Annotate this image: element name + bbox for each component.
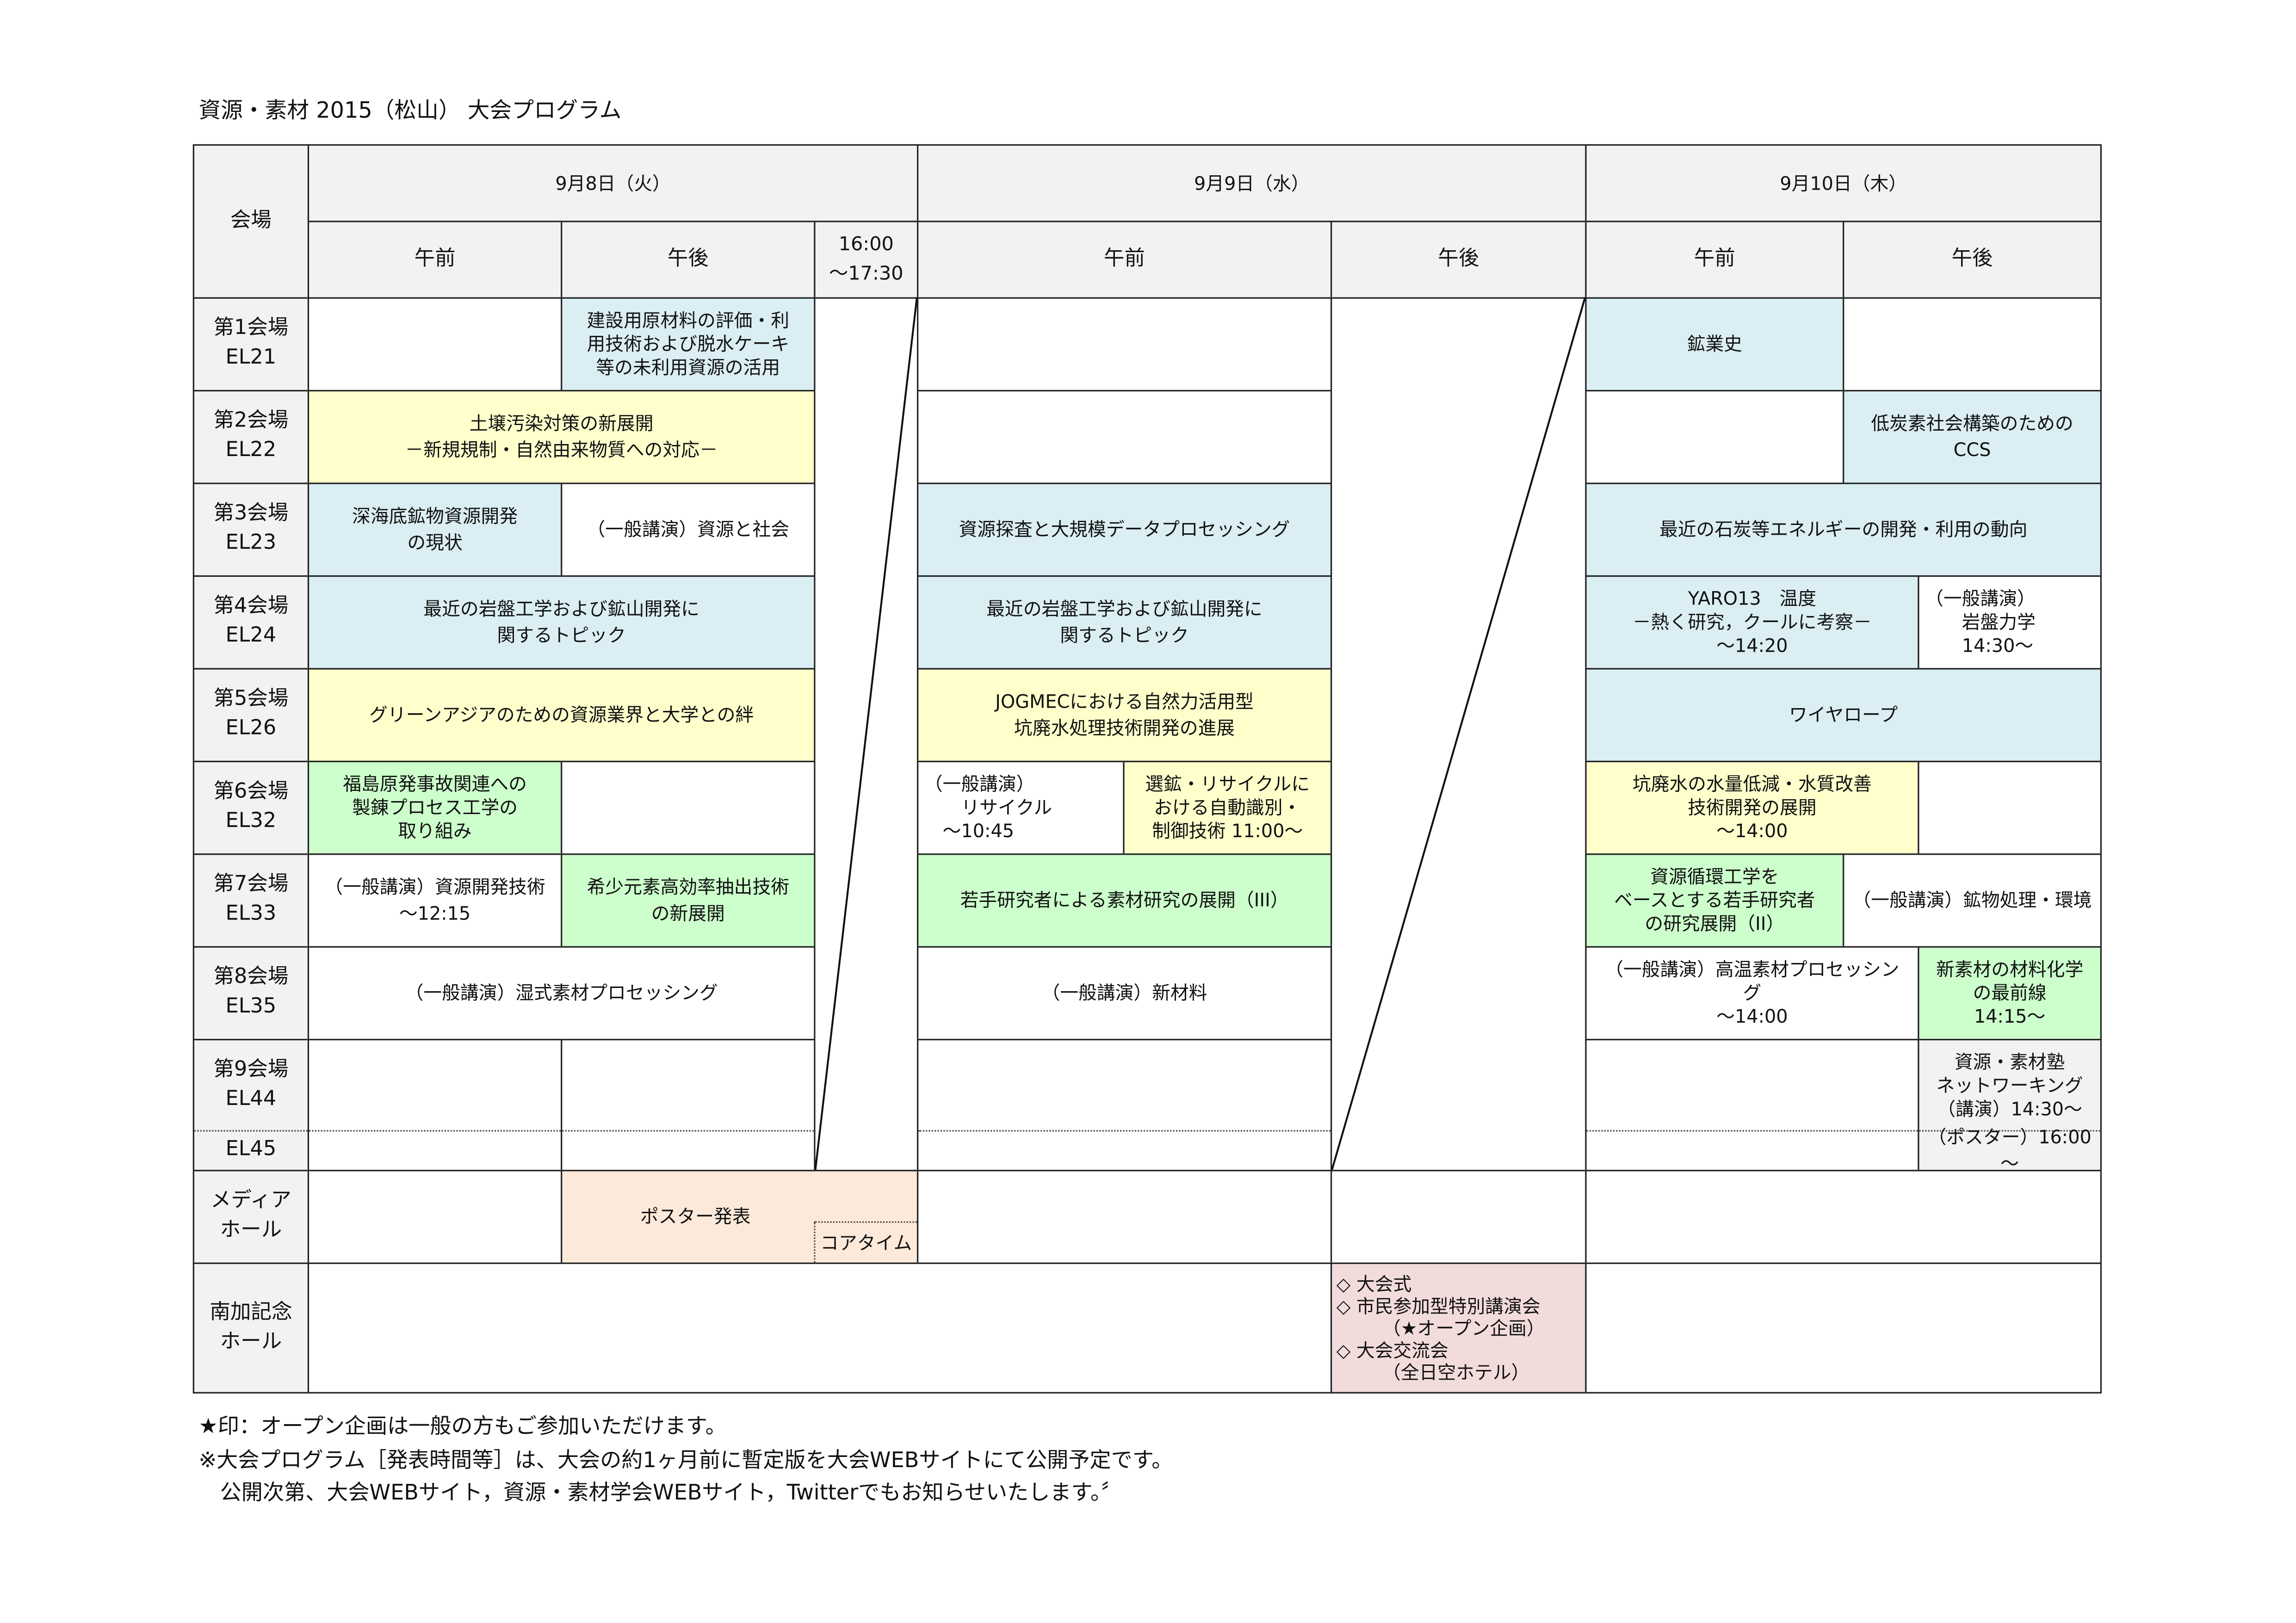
dotted-divider: [918, 1130, 1331, 1132]
session-cell[interactable]: 選鉱・リサイクルに おける自動識別・ 制御技術 11:00～: [1123, 760, 1332, 855]
session-cell[interactable]: 坑廃水の水量低減・水質改善 技術開発の展開 ～14:00: [1585, 760, 1919, 855]
networking-cell[interactable]: 資源・素材塾 ネットワーキング （講演）14:30～ （ポスター）16:00～: [1918, 1039, 2102, 1172]
poster-label: ポスター発表: [640, 1205, 751, 1228]
ceremony-item: ◇ 大会式: [1336, 1272, 1412, 1295]
session-cell[interactable]: 資源循環工学を ベースとする若手研究者 の研究展開（II）: [1585, 853, 1844, 948]
ceremony-item: （全日空ホテル）: [1336, 1361, 1530, 1383]
venue-label: EL45: [225, 1137, 277, 1161]
period-pm: 午後: [1330, 221, 1587, 299]
venue-header: 会場: [192, 144, 309, 299]
dotted-divider: [1586, 1130, 1918, 1132]
session-cell[interactable]: （一般講演）鉱物処理・環境: [1843, 853, 2102, 948]
period-pm: 午後: [561, 221, 816, 299]
venue-label-9: 第9会場 EL44 EL45: [192, 1039, 309, 1172]
footnote: ※大会プログラム［発表時間等］は、大会の約1ヶ月前に暫定版を大会WEBサイトにて…: [198, 1449, 1173, 1473]
period-pm: 午後: [1843, 221, 2102, 299]
empty-slot: [1585, 390, 1844, 484]
ceremony-item: ◇ 大会交流会: [1336, 1339, 1448, 1361]
session-cell[interactable]: （一般講演） リサイクル ～10:45: [917, 760, 1125, 855]
core-time-box: コアタイム: [814, 1221, 917, 1263]
session-cell[interactable]: 最近の岩盤工学および鉱山開発に 関するトピック: [917, 575, 1332, 670]
empty-slot: [1843, 297, 2102, 392]
dotted-divider: [1919, 1130, 2100, 1132]
session-cell[interactable]: （一般講演） 岩盤力学 14:30～: [1918, 575, 2102, 670]
venue-label: 第7会場 EL33: [192, 853, 309, 948]
session-cell[interactable]: 深海底鉱物資源開発 の現状: [307, 482, 563, 577]
session-cell[interactable]: （ポスター）16:00～: [1928, 1126, 2092, 1172]
empty-slot: [1585, 1170, 2102, 1264]
footnote: 公開次第、大会WEBサイト，資源・素材学会WEBサイト，Twitterでもお知ら…: [198, 1481, 1123, 1506]
period-am: 午前: [1585, 221, 1844, 299]
empty-slot: [561, 760, 816, 855]
session-cell[interactable]: 資源・素材塾 ネットワーキング （講演）14:30～: [1936, 1050, 2083, 1120]
empty-slot: [1918, 760, 2102, 855]
day-header-sep8: 9月8日（火）: [307, 144, 919, 222]
venue-label: 第8会場 EL35: [192, 946, 309, 1041]
empty-slot: [307, 297, 563, 392]
session-cell[interactable]: 最近の石炭等エネルギーの開発・利用の動向: [1585, 482, 2102, 577]
venue-label: 第2会場 EL22: [192, 390, 309, 484]
gap-column-sep8-evening: [814, 297, 919, 1172]
page-title: 資源・素材 2015（松山） 大会プログラム: [198, 97, 622, 124]
empty-slot: [917, 297, 1332, 392]
empty-slot: [917, 1039, 1332, 1172]
session-cell[interactable]: 鉱業史: [1585, 297, 1844, 392]
empty-slot: [307, 1262, 1332, 1394]
core-time-label: コアタイム: [820, 1231, 912, 1253]
empty-slot: [1585, 1039, 1919, 1172]
empty-slot: [561, 1039, 816, 1172]
footnote: ★印：オープン企画は一般の方もご参加いただけます。: [198, 1415, 727, 1439]
ceremony-item: （★オープン企画）: [1336, 1317, 1545, 1339]
session-cell[interactable]: 低炭素社会構築のための CCS: [1843, 390, 2102, 484]
venue-label: 南加記念 ホール: [192, 1262, 309, 1394]
period-am: 午前: [917, 221, 1332, 299]
session-cell[interactable]: 土壌汚染対策の新展開 －新規規制・自然由来物質への対応－: [307, 390, 816, 484]
venue-label: 第3会場 EL23: [192, 482, 309, 577]
poster-session-cell[interactable]: ポスター発表 コアタイム: [561, 1170, 919, 1264]
gap-column-sep9-pm: [1330, 297, 1587, 1172]
venue-label: 第9会場 EL44: [213, 1058, 289, 1111]
session-cell[interactable]: （一般講演）新材料: [917, 946, 1332, 1041]
session-cell[interactable]: 福島原発事故関連への 製錬プロセス工学の 取り組み: [307, 760, 563, 855]
empty-slot: [1330, 1170, 1587, 1264]
empty-slot: [1585, 1262, 2102, 1394]
session-cell[interactable]: 資源探査と大規模データプロセッシング: [917, 482, 1332, 577]
venue-label: 第6会場 EL32: [192, 760, 309, 855]
day-header-sep10: 9月10日（木）: [1585, 144, 2102, 222]
venue-label: 第1会場 EL21: [192, 297, 309, 392]
venue-label: 第4会場 EL24: [192, 575, 309, 670]
empty-slot: [917, 390, 1332, 484]
period-evening: 16:00 ～17:30: [814, 221, 919, 299]
session-cell[interactable]: 希少元素高効率抽出技術 の新展開: [561, 853, 816, 948]
venue-label: メディア ホール: [192, 1170, 309, 1264]
session-cell[interactable]: 建設用原材料の評価・利 用技術および脱水ケーキ 等の未利用資源の活用: [561, 297, 816, 392]
venue-label: 第5会場 EL26: [192, 668, 309, 762]
dotted-divider: [562, 1130, 814, 1132]
session-cell[interactable]: （一般講演）湿式素材プロセッシング: [307, 946, 816, 1041]
empty-slot: [307, 1039, 563, 1172]
session-cell[interactable]: （一般講演）資源開発技術 ～12:15: [307, 853, 563, 948]
session-cell[interactable]: 最近の岩盤工学および鉱山開発に 関するトピック: [307, 575, 816, 670]
session-cell[interactable]: ワイヤロープ: [1585, 668, 2102, 762]
ceremony-cell[interactable]: ◇ 大会式 ◇ 市民参加型特別講演会 （★オープン企画） ◇ 大会交流会 （全日…: [1330, 1262, 1587, 1394]
empty-slot: [917, 1170, 1332, 1264]
day-header-sep9: 9月9日（水）: [917, 144, 1587, 222]
session-cell[interactable]: グリーンアジアのための資源業界と大学との絆: [307, 668, 816, 762]
session-cell[interactable]: （一般講演）資源と社会: [561, 482, 816, 577]
session-cell[interactable]: JOGMECにおける自然力活用型 坑廃水処理技術開発の進展: [917, 668, 1332, 762]
session-cell[interactable]: （一般講演）高温素材プロセッシン グ ～14:00: [1585, 946, 1919, 1041]
session-cell[interactable]: 若手研究者による素材研究の展開（III）: [917, 853, 1332, 948]
session-cell[interactable]: YARO13 温度 －熱く研究，クールに考察－ ～14:20: [1585, 575, 1919, 670]
dotted-divider: [309, 1130, 561, 1132]
dotted-divider: [194, 1130, 308, 1132]
ceremony-item: ◇ 市民参加型特別講演会: [1336, 1295, 1541, 1317]
period-am: 午前: [307, 221, 563, 299]
empty-slot: [307, 1170, 563, 1264]
session-cell[interactable]: 新素材の材料化学 の最前線 14:15～: [1918, 946, 2102, 1041]
